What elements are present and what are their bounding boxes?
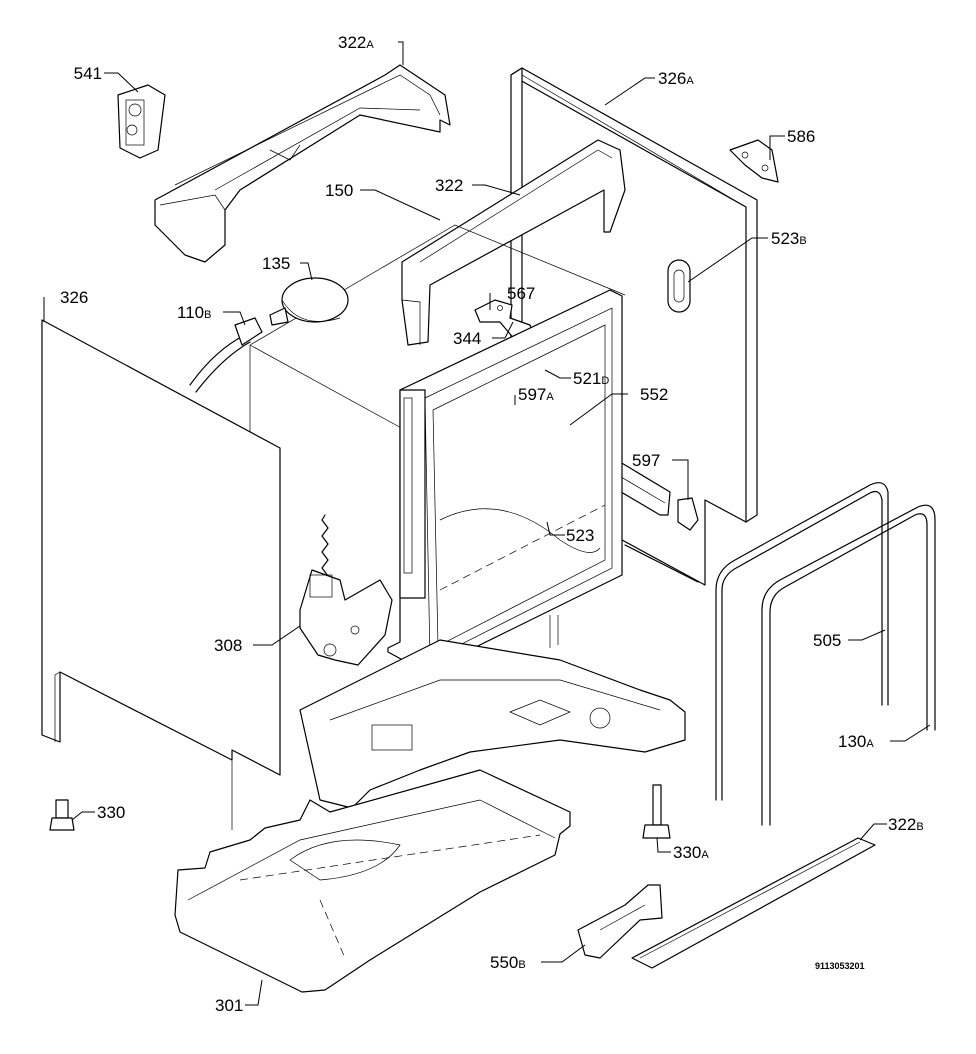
bracket-586 [729,139,779,183]
callout-322: 322 [435,176,463,195]
grommet-523b [667,259,691,313]
callout-505: 505 [813,631,841,650]
callout-308: 308 [214,636,242,655]
callout-322a: 322A [338,33,374,52]
callout-labels: 541 322A 326A 586 150 322 523B 135 567 3… [60,33,924,1015]
gasket-130a [761,504,936,826]
callout-597a: 597A [518,385,554,404]
top-rail-322a [154,64,451,263]
callout-322b: 322B [888,815,924,834]
callout-586: 586 [787,127,815,146]
callout-523b: 523B [771,229,807,248]
callout-523: 523 [566,526,594,545]
callout-301: 301 [215,996,243,1015]
callout-567: 567 [507,284,535,303]
door-frame [387,289,623,673]
gasket-505 [715,482,889,801]
side-panel-326 [41,319,281,776]
callout-330a: 330A [673,843,709,862]
callout-344: 344 [453,329,481,348]
leader-lines [43,41,931,1006]
top-frame-322 [401,139,626,346]
callout-521d: 521D [573,369,609,388]
strip-322b [631,837,876,969]
callout-330: 330 [97,803,125,822]
callout-150: 150 [325,181,353,200]
cap-135 [269,277,349,326]
callout-597: 597 [632,451,660,470]
foot-330 [49,799,75,831]
bracket-550b [577,884,663,959]
callout-326a: 326A [658,69,694,88]
cap-597 [677,497,699,531]
callout-110b: 110B [177,303,211,322]
callout-541: 541 [74,64,102,83]
latch-541 [117,84,166,159]
callout-326: 326 [60,288,88,307]
callout-135: 135 [262,254,290,273]
callout-130a: 130A [838,732,874,751]
hinge-308 [299,514,393,666]
foot-330a [642,784,671,839]
document-reference: 9113053201 [815,961,865,971]
base-assembly [299,615,686,809]
hose-110b [189,317,263,393]
callout-552: 552 [640,385,668,404]
callout-550b: 550B [490,953,526,972]
base-tray-301 [174,760,571,993]
